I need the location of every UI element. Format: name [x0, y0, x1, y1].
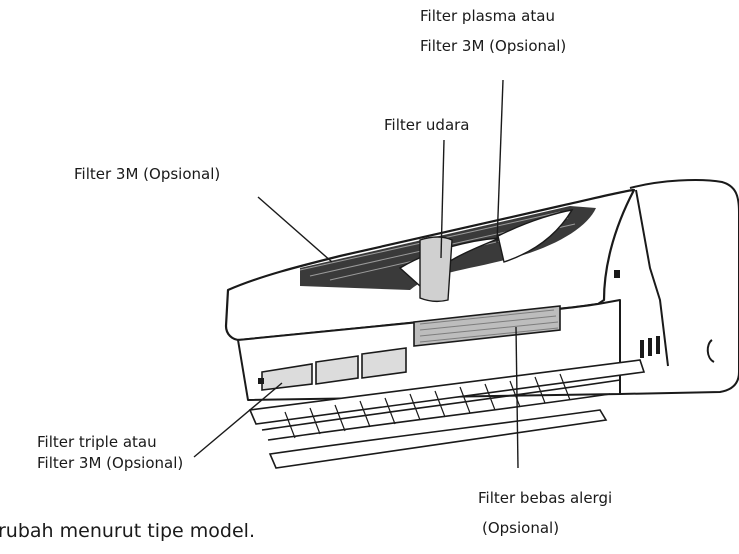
label-alergi-line2: (Opsional) — [482, 519, 560, 537]
label-triple-line1: Filter triple atau — [37, 433, 157, 451]
leader-alergi — [515, 326, 519, 469]
leader-udara — [440, 139, 445, 259]
unit-body — [619, 179, 739, 395]
caption-text: rubah menurut tipe model. — [0, 520, 255, 542]
leader-triple — [193, 382, 283, 458]
leader-lines — [193, 79, 519, 469]
label-plasma-line2: Filter 3M (Opsional) — [420, 37, 567, 55]
label-alergi-line1: Filter bebas alergi — [478, 489, 613, 507]
air-filter-center — [419, 236, 453, 303]
air-louver — [248, 359, 646, 469]
label-filter-3m: Filter 3M (Opsional) — [74, 165, 221, 183]
label-plasma-line1: Filter plasma atau — [420, 7, 555, 25]
leader-3m — [257, 196, 333, 263]
label-filter-udara: Filter udara — [384, 116, 470, 134]
leader-plasma — [496, 79, 504, 244]
allergy-filter — [413, 305, 561, 347]
label-triple-line2: Filter 3M (Opsional) — [37, 454, 184, 472]
unit-details — [258, 270, 660, 384]
